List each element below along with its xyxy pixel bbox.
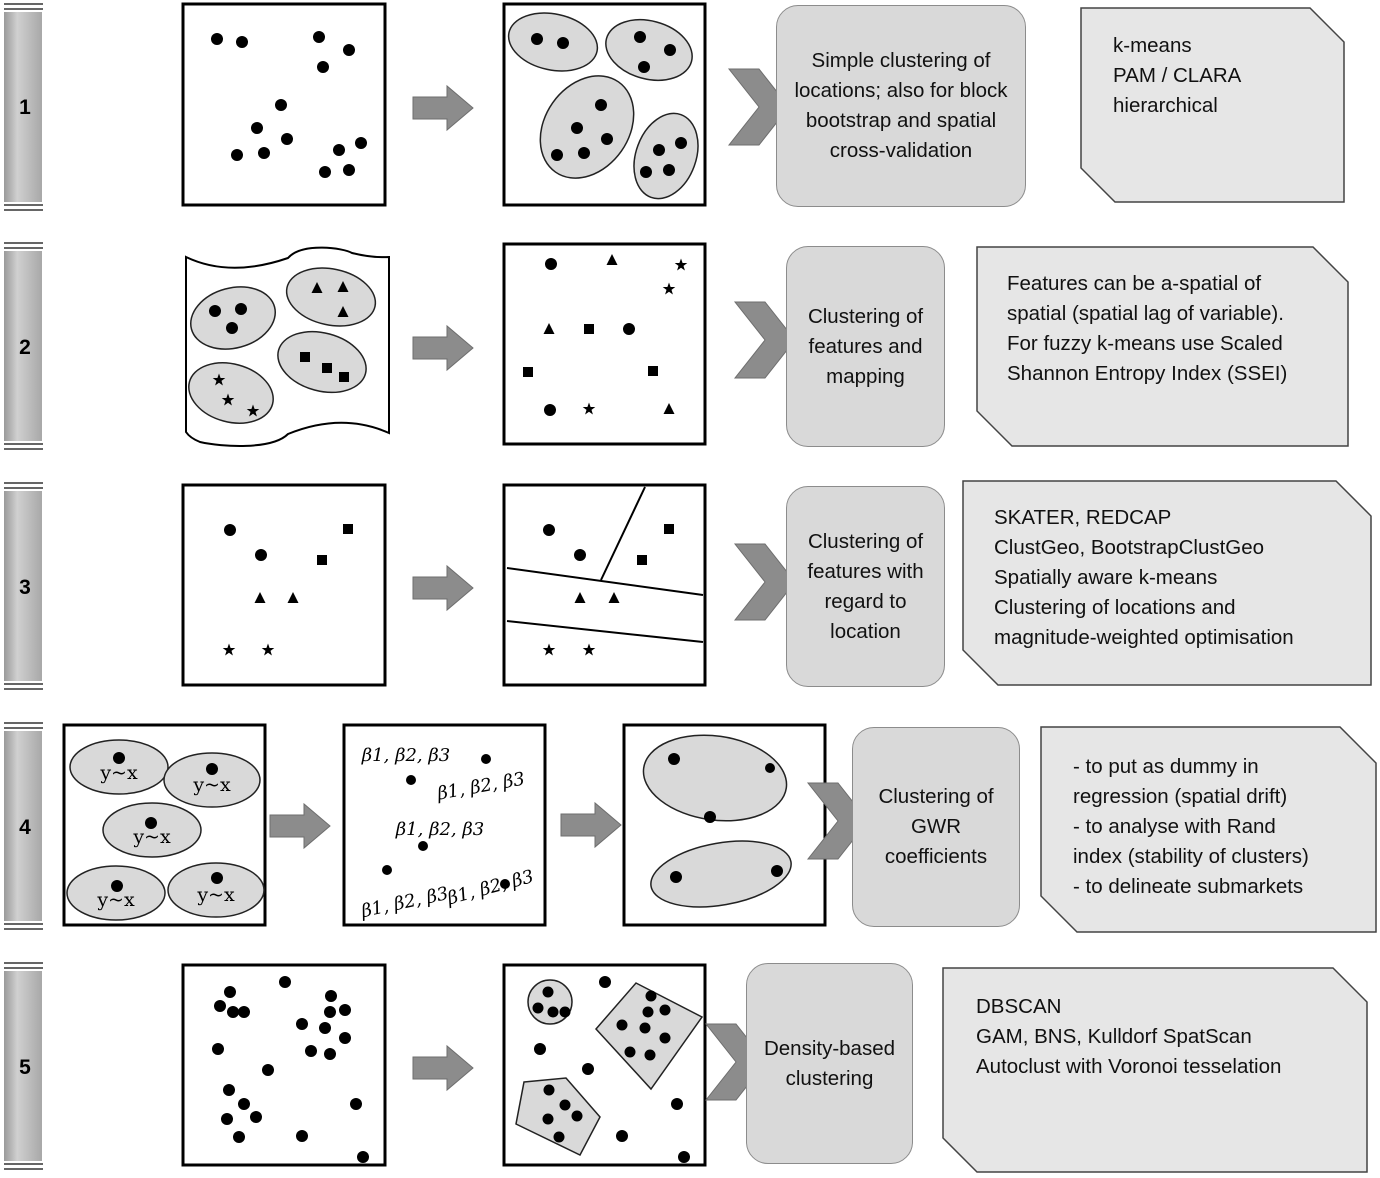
description-4: Clustering of GWR coefficients: [878, 785, 994, 868]
panel-2-map: [502, 242, 707, 446]
row-3-region-boundaries: [506, 486, 704, 643]
row-5-points: [212, 976, 369, 1163]
note-3-line-5: magnitude-weighted optimisation: [994, 626, 1294, 649]
row-3-points: [222, 524, 353, 656]
note-3-line-3: Spatially aware k-means: [994, 566, 1218, 589]
row-2-feature-points: [209, 281, 349, 417]
model-label-5: y~x: [196, 884, 235, 906]
row-4-coef-cluster-dots: [668, 753, 783, 883]
row-2-diagrams: [185, 242, 796, 447]
row-3-diagrams: [181, 483, 796, 687]
description-box-4: Clustering of GWR coefficients: [852, 727, 1020, 927]
row-tab-3: 3: [4, 482, 43, 690]
row-number-3: 3: [19, 576, 31, 599]
row-4-coef-dots: [382, 754, 510, 889]
note-4-line-5: - to delineate submarkets: [1073, 875, 1304, 898]
arrow-3a: [412, 565, 474, 611]
description-5: Density-based clustering: [763, 1036, 896, 1090]
row-number-1: 1: [19, 96, 31, 119]
note-box-3: [962, 480, 1372, 686]
note-text-2: Features can be a-spatial of spatial (sp…: [1007, 269, 1287, 389]
note-2-line-3: For fuzzy k-means use Scaled: [1007, 332, 1283, 355]
arrow-4a: [269, 803, 331, 849]
description-box-1: Simple clustering of locations; also for…: [776, 5, 1026, 207]
panel-5-points: [181, 963, 387, 1167]
note-2-line-4: Shannon Entropy Index (SSEI): [1007, 362, 1288, 385]
note-3-line-2: ClustGeo, BootstrapClustGeo: [994, 536, 1265, 559]
description-3: Clustering of features with regard to lo…: [807, 529, 924, 643]
row-number-5: 5: [19, 1056, 31, 1079]
row-1-cluster-ellipses: [507, 12, 699, 200]
note-text-3: SKATER, REDCAP ClustGeo, BootstrapClustG…: [994, 503, 1294, 653]
note-1-line-2: PAM / CLARA: [1113, 64, 1242, 87]
row-4-model-ellipses: [66, 739, 265, 921]
note-5-line-3: Autoclust with Voronoi tesselation: [976, 1055, 1282, 1078]
note-box-4: [1040, 726, 1377, 933]
note-box-1: [1080, 7, 1345, 203]
arrow-2a: [412, 325, 474, 371]
row-4-model-labels: y~x y~x y~x y~x y~x: [96, 762, 235, 911]
row-tab-2: 2: [4, 242, 43, 450]
row-4-model-dots: [111, 752, 223, 892]
note-box-2: [976, 246, 1349, 447]
arrow-5a: [412, 1045, 474, 1091]
arrow-1a: [412, 85, 474, 131]
row-5-diagrams: [181, 963, 767, 1167]
description-1: Simple clustering of locations; also for…: [794, 49, 1008, 162]
row-1-diagrams: [181, 2, 790, 207]
note-5-line-1: DBSCAN: [976, 995, 1062, 1018]
note-3-line-1: SKATER, REDCAP: [994, 506, 1172, 529]
arrow-4b: [560, 802, 622, 848]
row-number-4: 4: [19, 816, 31, 839]
note-4-line-3: - to analyse with Rand: [1073, 815, 1276, 838]
note-box-5: [942, 967, 1368, 1173]
row-tabs: 1 2 3 4: [4, 3, 43, 1170]
note-text-4: - to put as dummy in regression (spatial…: [1073, 752, 1309, 902]
coef-label-1: β1, β2, β3: [361, 745, 450, 766]
note-1-line-3: hierarchical: [1113, 94, 1218, 117]
note-4-line-2: regression (spatial drift): [1073, 785, 1288, 808]
coef-label-3: β1, β2, β3: [395, 819, 484, 840]
row-3-region-points: [542, 524, 674, 656]
note-3-line-4: Clustering of locations and: [994, 596, 1236, 619]
row-2-map-points: [523, 254, 688, 416]
note-2-line-2: spatial (spatial lag of variable).: [1007, 302, 1284, 325]
note-shapes: [942, 7, 1377, 1173]
description-box-5: Density-based clustering: [746, 963, 913, 1164]
note-1-line-1: k-means: [1113, 34, 1192, 57]
model-label-4: y~x: [96, 889, 135, 911]
row-number-2: 2: [19, 336, 31, 359]
row-1-dots: [211, 31, 367, 178]
model-label-3: y~x: [132, 826, 171, 848]
note-5-line-2: GAM, BNS, Kulldorf SpatScan: [976, 1025, 1252, 1048]
description-box-2: Clustering of features and mapping: [786, 246, 945, 447]
row-tab-4: 4: [4, 722, 43, 930]
model-label-2: y~x: [192, 774, 231, 796]
row-4-diagrams: y~x y~x y~x y~x y~x β1, β2, β3 β1, β2, β…: [62, 723, 869, 927]
note-4-line-1: - to put as dummy in: [1073, 755, 1259, 778]
row-1-cluster-dots: [531, 31, 687, 178]
note-4-line-4: index (stability of clusters): [1073, 845, 1309, 868]
description-2: Clustering of features and mapping: [807, 304, 924, 388]
panel-3-regions: [502, 483, 707, 687]
row-5-density-points: [532, 976, 690, 1163]
description-box-3: Clustering of features with regard to lo…: [786, 486, 945, 687]
note-text-1: k-means PAM / CLARA hierarchical: [1113, 31, 1241, 121]
note-2-line-1: Features can be a-spatial of: [1007, 272, 1262, 295]
panel-3-points: [181, 483, 387, 687]
panel-4-coefficients: [342, 723, 547, 927]
note-text-5: DBSCAN GAM, BNS, Kulldorf SpatScan Autoc…: [976, 992, 1281, 1082]
row-tab-5: 5: [4, 962, 43, 1170]
row-tab-1: 1: [4, 3, 43, 211]
model-label-1: y~x: [99, 762, 138, 784]
